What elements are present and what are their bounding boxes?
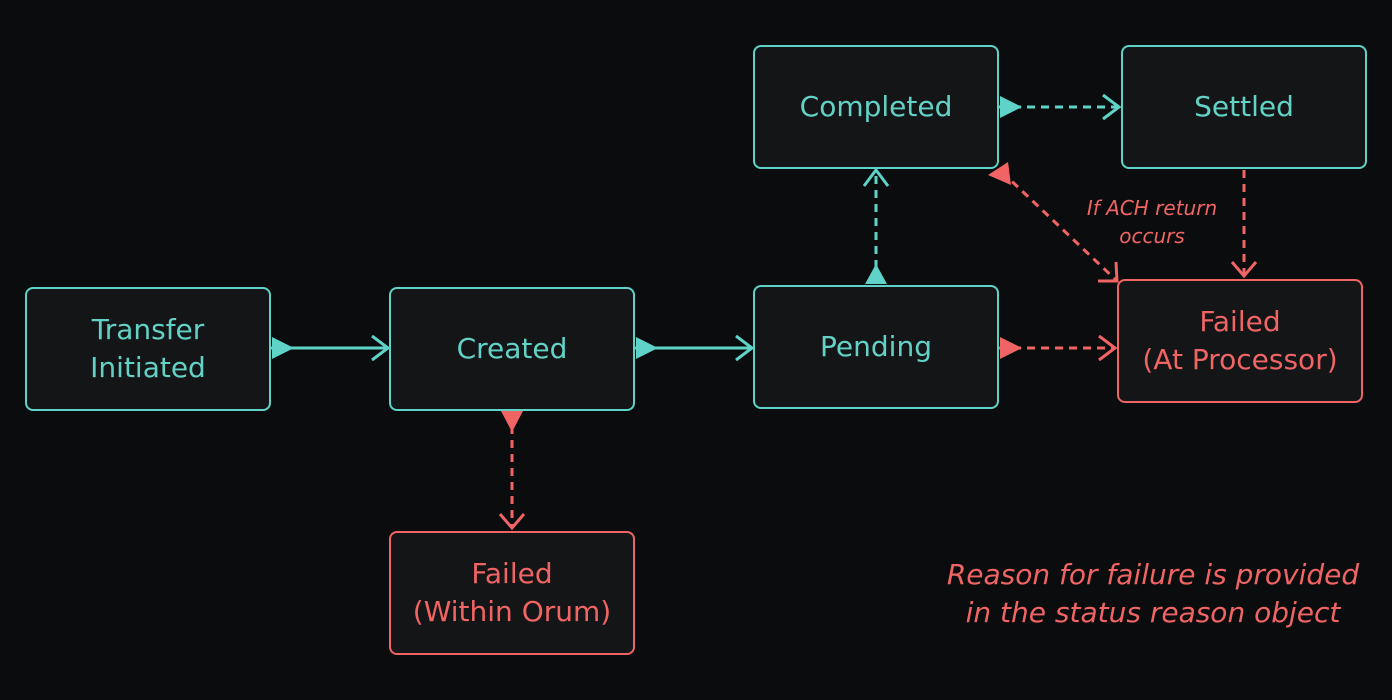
node-transfer-initiated: Transfer Initiated <box>25 287 271 411</box>
failure-reason-annotation: Reason for failure is provided in the st… <box>946 558 1360 629</box>
edge-pending-to-failed-processor <box>999 334 1118 362</box>
edge-created-to-pending <box>635 334 755 362</box>
node-created: Created <box>389 287 635 411</box>
node-completed: Completed <box>753 45 999 169</box>
edge-created-to-failed-orum <box>498 411 526 531</box>
edge-completed-to-settled <box>999 93 1122 121</box>
node-failed-within-orum: Failed (Within Orum) <box>389 531 635 655</box>
edge-settled-to-failed-processor <box>1230 170 1258 279</box>
ach-return-annotation: If ACH return occurs <box>1086 196 1218 248</box>
edge-completed-to-failed-processor <box>988 162 1119 283</box>
edge-pending-to-completed <box>862 167 890 284</box>
node-pending: Pending <box>753 285 999 409</box>
node-settled: Settled <box>1121 45 1367 169</box>
node-failed-at-processor: Failed (At Processor) <box>1117 279 1363 403</box>
edge-transfer-to-created <box>271 334 391 362</box>
